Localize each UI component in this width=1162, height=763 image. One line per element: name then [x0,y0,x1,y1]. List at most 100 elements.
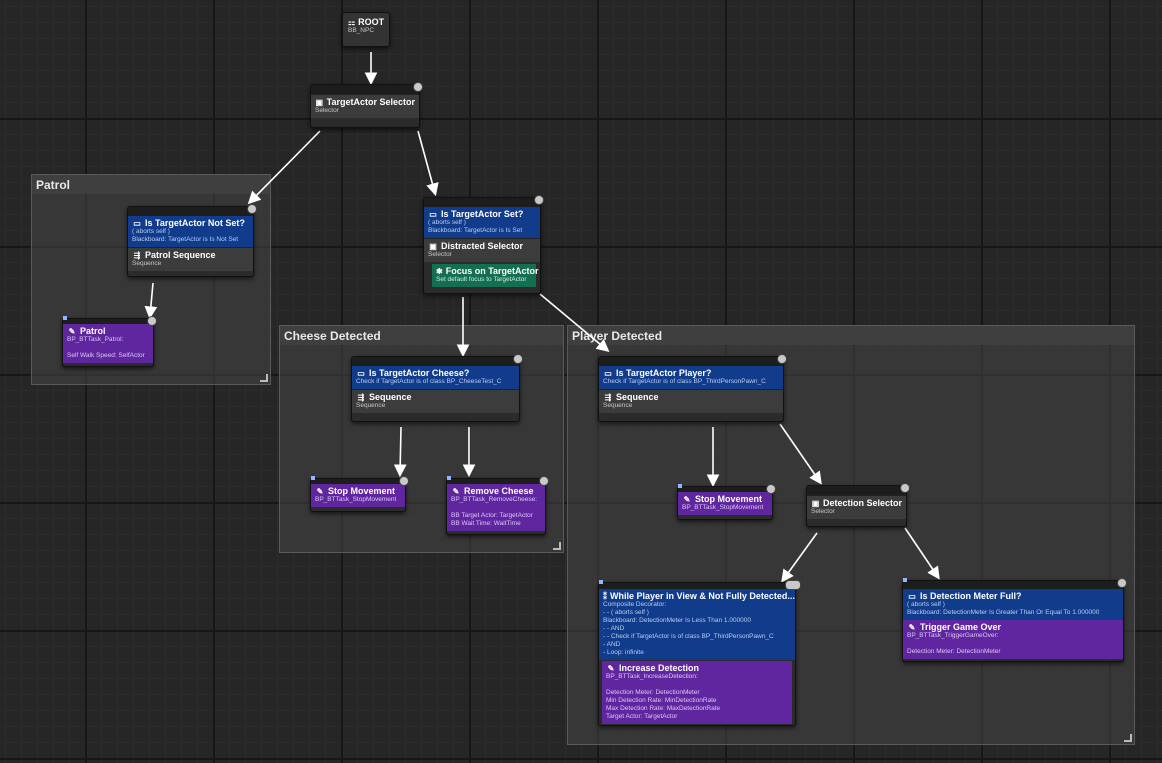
node-line: Blackboard: DetectionMeter Is Greater Th… [907,609,1100,616]
node-title: Detection Selector [822,498,902,508]
node-subtitle: BB_NPC [348,27,375,34]
input-pin-bar[interactable] [311,479,405,484]
node-line: - - Check if TargetActor is of class BP_… [603,633,774,640]
node-title: TargetActor Selector [326,97,415,107]
trigger-game-over-node[interactable]: ▭Is Detection Meter Full? ( aborts self … [902,578,1127,662]
input-pin-bar[interactable] [63,319,153,324]
stop-movement-task-node[interactable]: ✎Stop Movement BP_BTTask_StopMovement [310,476,409,512]
stop-movement-task-node-2[interactable]: ✎Stop Movement BP_BTTask_StopMovement [677,484,776,520]
node-line: BP_BTTask_Patrol: [67,336,124,343]
node-line: BP_BTTask_RemoveCheese: [451,496,537,503]
service-focus-target[interactable]: ✱Focus on TargetActor Set default focus … [432,264,539,287]
node-line: ( aborts self ) [428,219,466,226]
remove-cheese-task-node[interactable]: ✎Remove Cheese BP_BTTask_RemoveCheese: B… [446,476,549,535]
task-trigger-game-over[interactable]: ✎Trigger Game Over BP_BTTask_TriggerGame… [903,620,1123,659]
node-title: Is TargetActor Player? [616,368,712,378]
node-line: Blackboard: DetectionMeter Is Less Than … [603,617,752,624]
node-line: - AND [603,641,621,648]
decorator-is-target-set[interactable]: ▭Is TargetActor Set? ( aborts self ) Bla… [424,207,540,238]
input-pin-bar[interactable] [599,357,783,366]
node-title: Patrol [80,326,106,336]
increase-detection-node[interactable]: ⁑While Player in View & Not Fully Detect… [598,580,801,726]
output-pin[interactable] [539,476,549,486]
output-pin[interactable] [413,82,423,92]
input-pin-bar[interactable] [424,198,540,207]
patrol-sequence-node[interactable]: ▭Is TargetActor Not Set? ( aborts self )… [127,204,257,277]
player-sequence-node[interactable]: ▭ Is TargetActor Player? Check if TargetA… [598,354,787,422]
comment-title: Cheese Detected [280,326,563,345]
node-line: BB Wait Time: WaitTime [451,520,521,527]
selector-icon: ▣ [315,97,324,107]
input-pin-bar[interactable] [311,85,419,94]
input-pin-bar[interactable] [599,583,795,589]
node-title: Patrol Sequence [145,250,216,260]
output-pin[interactable] [777,354,787,364]
node-line: Min Detection Rate: MinDetectionRate [606,697,717,704]
sequence-icon: ⇶ [133,250,141,260]
node-line: - - ( aborts self ) [603,609,649,616]
node-line: BP_BTTask_IncreaseDetection: [606,673,698,680]
input-pin-bar[interactable] [352,357,519,366]
detection-selector-node[interactable]: ▣Detection Selector Selector [806,483,910,527]
node-line: ( aborts self ) [907,601,945,608]
node-line: Check if TargetActor is of class BP_Thir… [603,378,766,385]
node-line: Composite Decorator: [603,601,667,608]
output-pin[interactable] [1117,578,1127,588]
output-pin[interactable] [785,580,801,590]
node-line: Detection Meter: DetectionMeter [606,689,700,696]
node-subtitle: Sequence [356,402,386,409]
node-title: While Player in View & Not Fully Detecte… [610,591,795,601]
patrol-task-node[interactable]: ✎Patrol BP_BTTask_Patrol: Self Walk Spee… [62,316,157,367]
resize-handle[interactable] [1124,734,1132,742]
input-pin-bar[interactable] [678,487,772,492]
decorator-is-target-player[interactable]: ▭ Is TargetActor Player? Check if TargetA… [599,366,783,389]
node-line: BP_BTTask_StopMovement [315,496,397,503]
node-subtitle: Set default focus to TargetActor [436,276,527,283]
service-icon: ✱ [436,266,443,276]
resize-handle[interactable] [260,374,268,382]
input-pin-bar[interactable] [807,486,906,495]
root-icon: ⚏ [348,17,356,27]
node-subtitle: Selector [428,251,452,258]
node-title: Stop Movement [695,494,763,504]
decorator-icon: ▭ [604,368,612,378]
cheese-sequence-node[interactable]: ▭Is TargetActor Cheese? Check if TargetA… [351,354,523,422]
wire-selector-to-distracted [417,130,439,197]
decorator-is-target-not-set[interactable]: ▭Is TargetActor Not Set? ( aborts self )… [128,216,253,247]
node-line [606,681,788,689]
comment-title: Patrol [32,175,270,194]
input-pin-bar[interactable] [903,581,1123,589]
output-pin[interactable] [900,483,910,493]
root-node[interactable]: ⚏ROOT BB_NPC [342,12,390,47]
decorator-icon: ▭ [908,591,916,601]
breakpoint-marker [447,476,451,480]
decorator-is-target-cheese[interactable]: ▭Is TargetActor Cheese? Check if TargetA… [352,366,519,389]
output-pin[interactable] [766,484,776,494]
node-title: ROOT [358,17,385,27]
output-pin[interactable] [399,476,409,486]
decorator-while-player-in-view[interactable]: ⁑While Player in View & Not Fully Detect… [599,589,795,660]
node-line: BB Target Actor: TargetActor [451,512,533,519]
task-icon: ✎ [908,622,916,632]
resize-handle[interactable] [553,542,561,550]
target-actor-selector-node[interactable]: ▣TargetActor Selector Selector [310,82,423,128]
output-pin[interactable] [513,354,523,364]
task-icon: ✎ [68,326,76,336]
breakpoint-marker [63,316,67,320]
input-pin-bar[interactable] [128,207,253,216]
output-pin[interactable] [247,204,257,214]
output-pin[interactable] [147,316,157,326]
input-pin-bar[interactable] [447,479,545,484]
distracted-selector-node[interactable]: ▭Is TargetActor Set? ( aborts self ) Bla… [423,195,544,294]
task-increase-detection[interactable]: ✎Increase Detection BP_BTTask_IncreaseDe… [602,661,792,724]
node-title: Sequence [369,392,412,402]
node-line: Detection Meter: DetectionMeter [907,648,1001,655]
decorator-icon: ▭ [429,209,437,219]
decorator-is-detection-full[interactable]: ▭Is Detection Meter Full? ( aborts self … [903,589,1123,620]
breakpoint-marker [678,484,682,488]
loop-icon: ⁑ [603,591,607,601]
task-icon: ✎ [683,494,691,504]
decorator-icon: ▭ [357,368,365,378]
node-subtitle: Sequence [132,260,162,267]
output-pin[interactable] [534,195,544,205]
